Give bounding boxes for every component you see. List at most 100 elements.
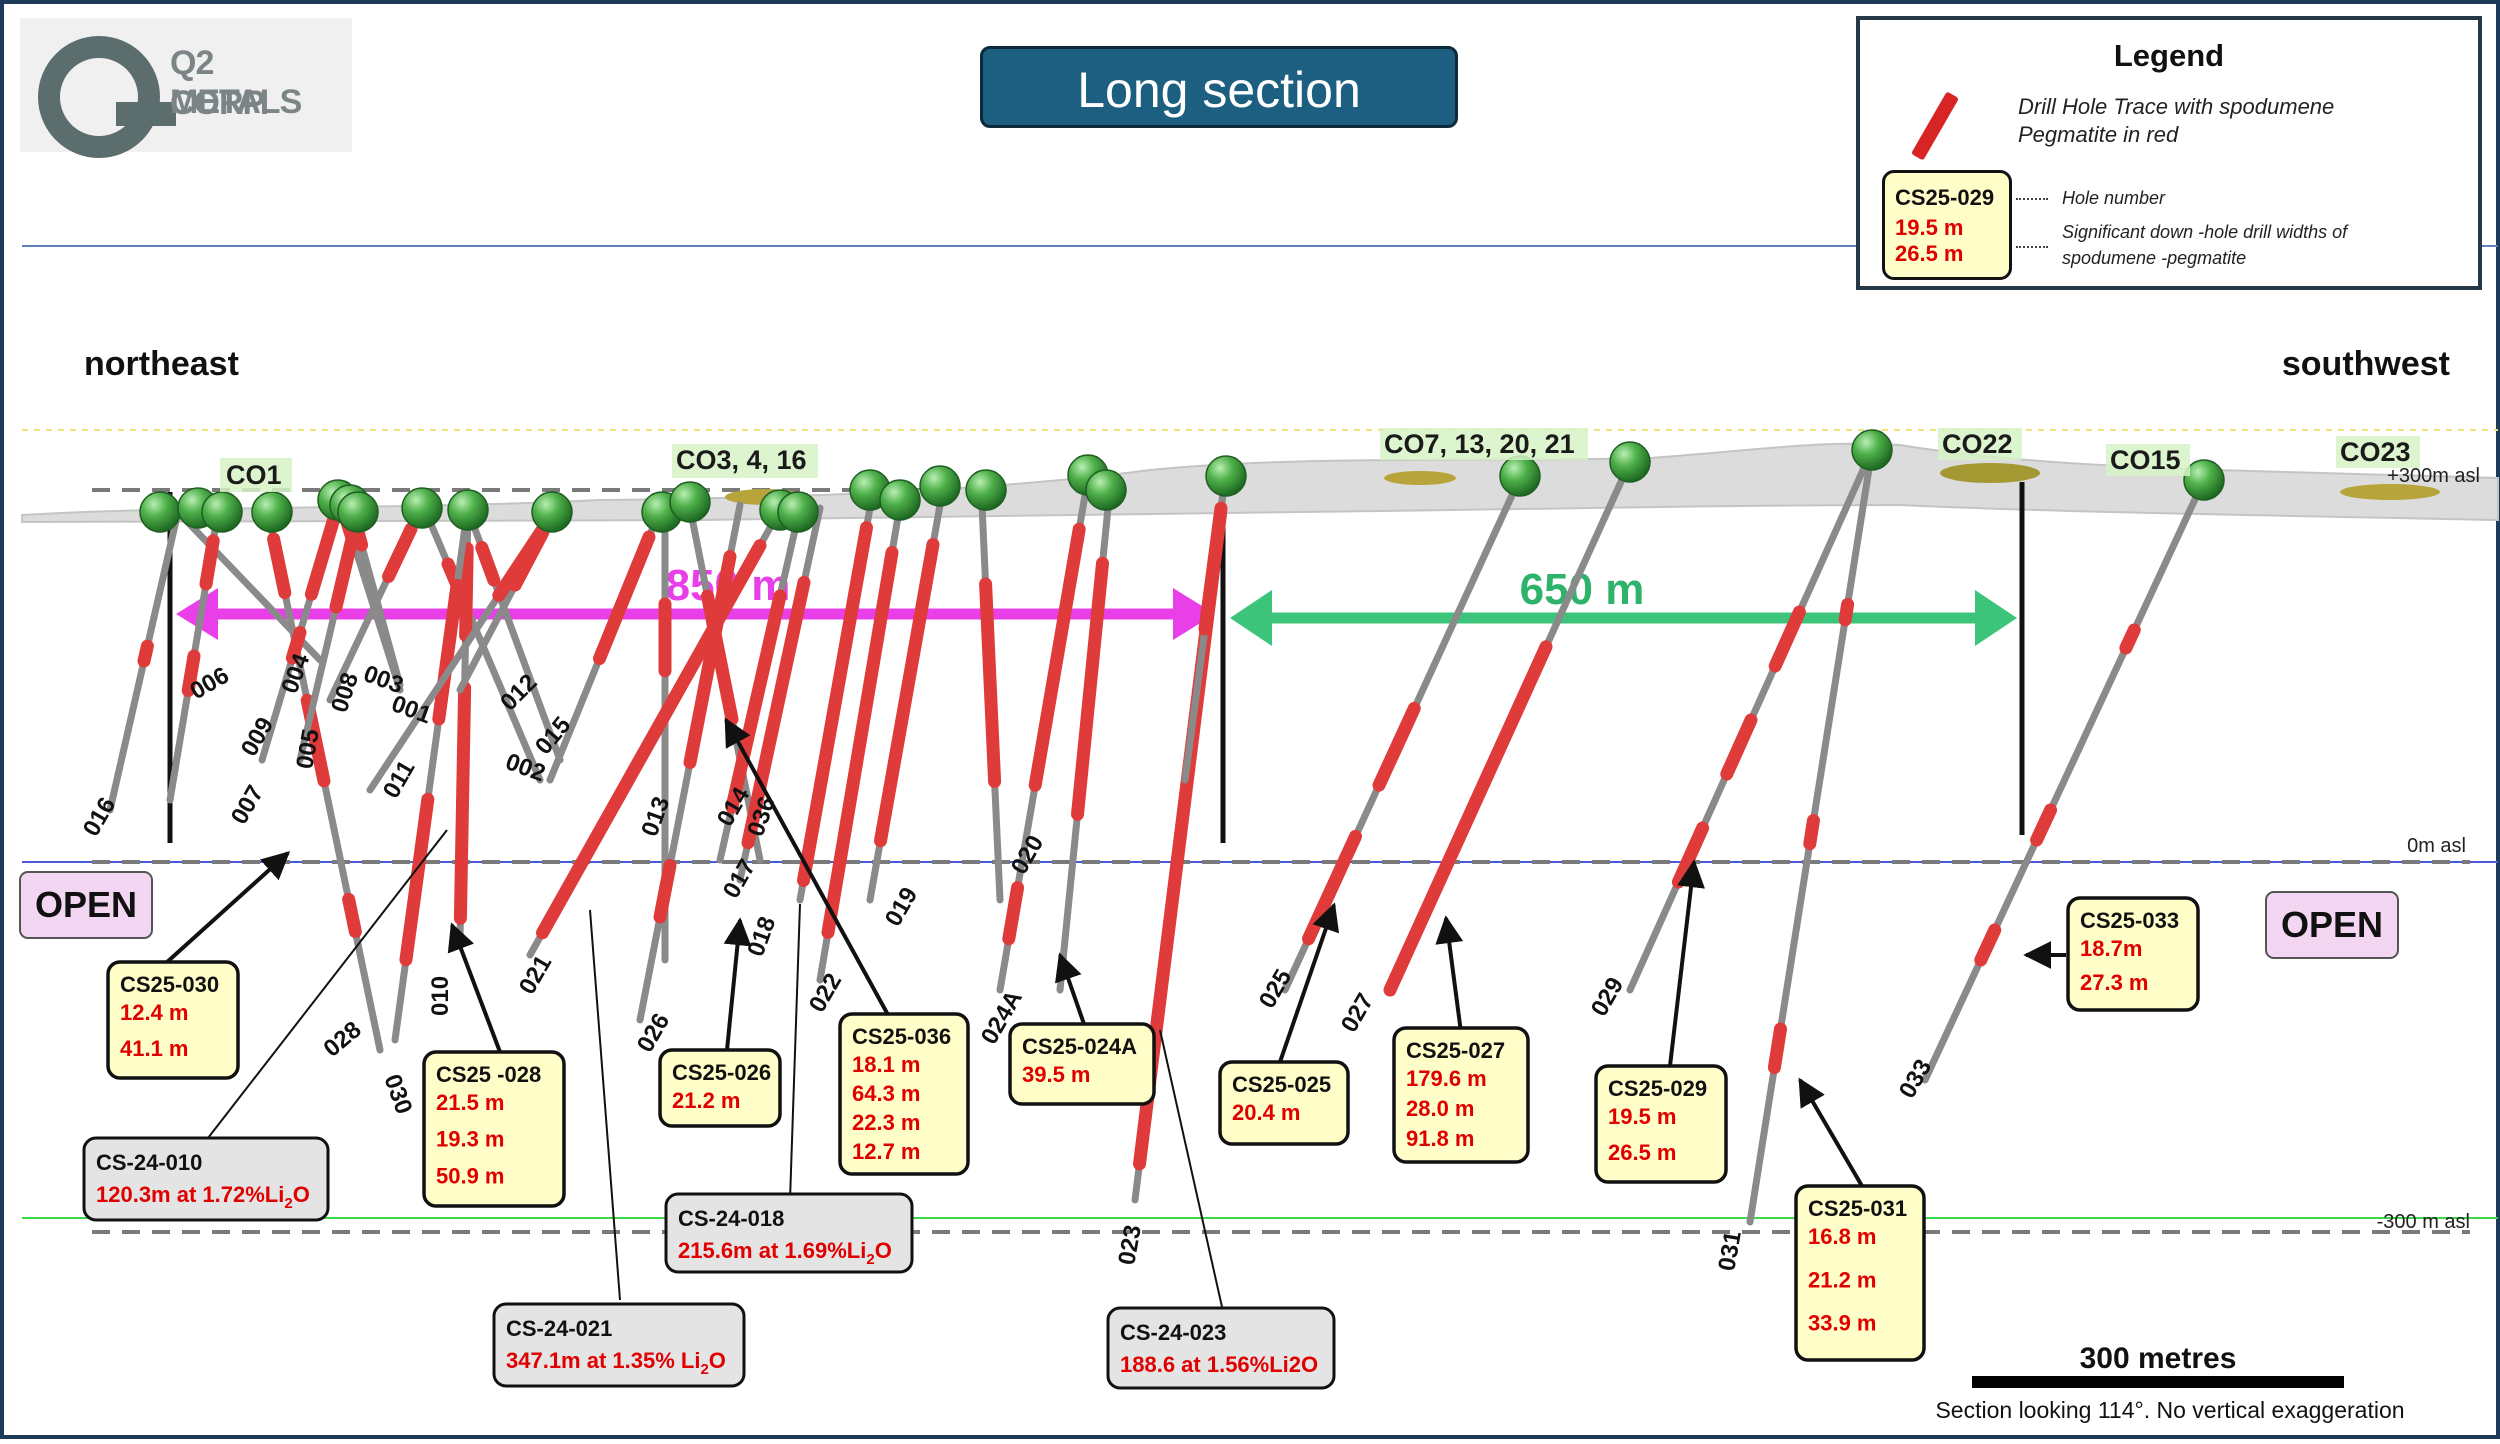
callout-hole-label: CS25 -028 <box>436 1062 541 1087</box>
pegmatite-interval <box>137 639 154 668</box>
drill-hole-016 <box>106 508 182 814</box>
callout-width-value: 28.0 m <box>1406 1096 1475 1121</box>
elevation-top-label: +300m asl <box>2387 465 2480 487</box>
drill-trace-legend-icon <box>1910 91 1960 161</box>
pegmatite-interval <box>459 542 474 642</box>
pegmatite-interval <box>874 538 940 848</box>
callout-width-value: 91.8 m <box>1406 1126 1475 1151</box>
callout-cs25-029: CS25-029 19.5 m 26.5 m <box>1594 1064 1728 1184</box>
hole-label-019: 019 <box>880 883 923 931</box>
pegmatite-interval <box>536 539 767 940</box>
drill-hole-021 <box>526 506 784 959</box>
drill-hole-022 <box>816 501 904 984</box>
elevation-zero-label: 0m asl <box>2407 835 2466 857</box>
drill-collar-marker <box>447 489 489 531</box>
pegmatite-interval <box>1803 814 1820 851</box>
scale-label: 300 metres <box>2080 1342 2237 1375</box>
callout-width-value: 19.3 m <box>436 1127 505 1152</box>
historic-hole-label: CS-24-023 <box>1120 1320 1226 1345</box>
callout-width-value: 19.5 m <box>1608 1104 1677 1129</box>
legend-sample-w2: 26.5 m <box>1895 241 1964 266</box>
hole-label-013: 013 <box>636 793 675 840</box>
drill-hole-026 <box>636 501 744 1024</box>
drill-collar-marker <box>879 479 921 521</box>
drill-hole-019 <box>866 501 944 904</box>
drill-hole-015 <box>546 506 664 784</box>
pegmatite-interval <box>399 792 435 967</box>
hole-label-020: 020 <box>1006 831 1049 879</box>
company-logo: Q2 METALS CORP. <box>20 18 352 158</box>
callout-width-value: 26.5 m <box>1608 1140 1677 1165</box>
callout-width-value: 12.7 m <box>852 1139 921 1164</box>
pegmatite-interval <box>1768 605 1806 673</box>
pegmatite-interval <box>492 519 552 602</box>
outcrop-label-co15: CO15 <box>2110 445 2181 475</box>
callout-hole-label: CS25-026 <box>672 1060 771 1085</box>
pegmatite-interval <box>199 534 220 591</box>
hole-label-018: 018 <box>742 913 781 960</box>
direction-southwest: southwest <box>2282 345 2450 383</box>
pegmatite-interval <box>593 530 656 665</box>
drill-collar-marker <box>669 481 711 523</box>
hole-label-015: 015 <box>530 712 576 760</box>
historic-result-text: 347.1m at 1.35% Li2O <box>506 1348 726 1378</box>
callout-hole-label: CS25-030 <box>120 972 219 997</box>
drill-hole-018 <box>796 504 874 904</box>
drill-collar-marker <box>531 491 573 533</box>
outcrop-patch <box>1940 463 2040 483</box>
pegmatite-interval <box>1720 713 1758 781</box>
open-label-right: OPEN <box>2281 904 2383 945</box>
outcrop-patch <box>1384 471 1456 485</box>
legend-trace-desc-1: Drill Hole Trace with spodumene <box>2018 94 2335 119</box>
drill-hole-020 <box>978 501 1004 904</box>
page-title: Long section <box>980 46 1458 128</box>
callout-cs25-028: CS25 -028 21.5 m 19.3 m 50.9 m <box>422 1050 566 1208</box>
historic-leader-lines <box>207 829 1223 1308</box>
section-footer-note: Section looking 114°. No vertical exagge… <box>1935 1397 2404 1423</box>
drill-collar-marker <box>1499 455 1541 497</box>
pegmatite-interval <box>1383 640 1553 997</box>
outcrop-label-co7: CO7, 13, 20, 21 <box>1384 429 1575 459</box>
pegmatite-interval <box>653 859 677 924</box>
pegmatite-interval <box>683 550 737 769</box>
callout-width-value: 21.2 m <box>672 1088 741 1113</box>
callout-width-value: 50.9 m <box>436 1163 505 1188</box>
drill-collar-marker <box>1085 469 1127 511</box>
drill-hole-025 <box>1281 474 1524 994</box>
pegmatite-interval <box>1974 923 2002 967</box>
callout-hole-label: CS25-031 <box>1808 1196 1907 1221</box>
elevation-bottom-label: -300 m asl <box>2377 1211 2470 1233</box>
drill-collar-marker <box>139 491 181 533</box>
pegmatite-interval <box>797 521 873 887</box>
historic-result-text: 215.6m at 1.69%Li2O <box>678 1238 892 1268</box>
pegmatite-interval <box>2030 803 2058 847</box>
outcrop-patch <box>2340 484 2440 500</box>
drill-collar-marker <box>2183 459 2225 501</box>
pegmatite-interval <box>304 511 341 601</box>
pegmatite-interval <box>285 626 307 665</box>
pegmatite-interval <box>1838 597 1855 627</box>
callout-hole-label: CS25-036 <box>852 1024 951 1049</box>
pegmatite-interval <box>979 577 1002 788</box>
callout-width-value: 18.1 m <box>852 1052 921 1077</box>
dimension-650m <box>1230 590 2017 646</box>
open-label-left: OPEN <box>35 884 137 925</box>
callout-hole-label: CS25-027 <box>1406 1038 1505 1063</box>
legend-sig-note-2: spodumene -pegmatite <box>2062 248 2247 268</box>
pegmatite-interval <box>1671 821 1710 889</box>
legend-sig-note-1: Significant down -hole drill widths of <box>2062 222 2348 242</box>
historic-result-text: 188.6 at 1.56%Li2O <box>1120 1352 1318 1377</box>
hole-label-010: 010 <box>427 976 454 1016</box>
callout-width-value: 21.2 m <box>1808 1267 1877 1292</box>
callout-width-value: 12.4 m <box>120 1000 189 1025</box>
callout-hole-label: CS25-029 <box>1608 1076 1707 1101</box>
callout-width-value: 33.9 m <box>1808 1311 1877 1336</box>
callout-width-value: 21.5 m <box>436 1090 505 1115</box>
hole-label-008: 008 <box>326 669 364 715</box>
outcrop-label-co3: CO3, 4, 16 <box>676 445 807 475</box>
